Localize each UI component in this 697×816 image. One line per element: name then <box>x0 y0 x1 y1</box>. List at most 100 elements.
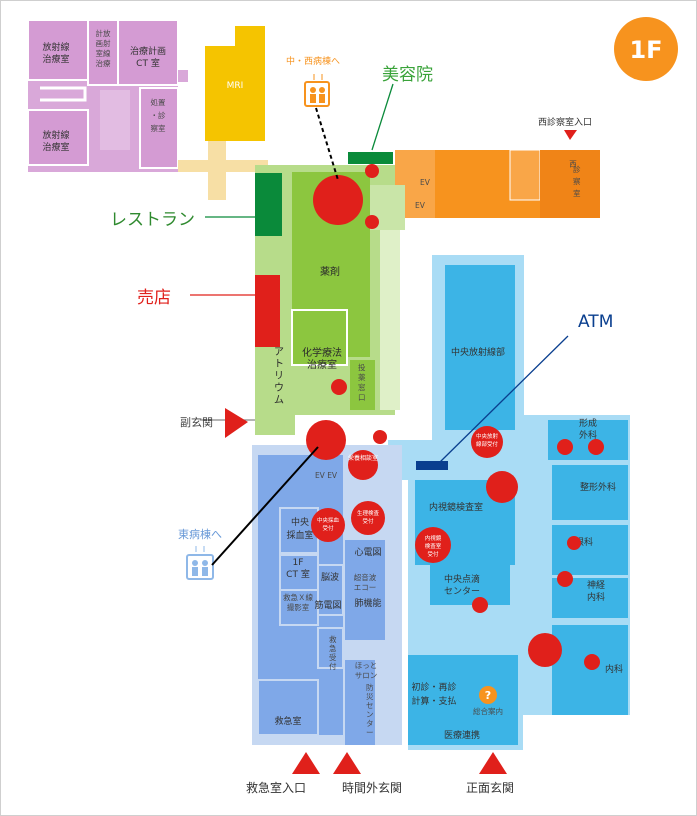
room-chuo-tenteki: 中央点滴 <box>444 573 480 585</box>
kyukyu-entrance-marker <box>292 752 320 774</box>
svg-text:画射: 画射 <box>96 38 111 48</box>
svg-text:内科: 内科 <box>587 591 605 603</box>
svg-text:CT 室: CT 室 <box>136 57 160 69</box>
room-kyukyu-xsen: 救急Ｘ線 <box>283 592 313 602</box>
svg-text:サロン: サロン <box>355 671 378 680</box>
blue-zone <box>252 445 402 745</box>
label-kyukyu-entrance: 救急室入口 <box>246 781 307 795</box>
baiten-block <box>255 275 280 347</box>
room-choonpa: 超音波 <box>354 572 377 582</box>
jikangai-entrance-marker <box>333 752 361 774</box>
label-nishi-shinsatsu-iriguchi: 西診察室入口 <box>538 118 593 128</box>
svg-text:線部受付: 線部受付 <box>476 440 499 448</box>
label-jikangai-entrance: 時間外玄関 <box>342 781 403 795</box>
room-keikaku: 計放 <box>96 28 111 38</box>
svg-text:センター: センター <box>444 586 480 597</box>
label-baiten: 売店 <box>137 288 171 308</box>
room-nishi-shinsatsu: 西 <box>568 160 577 169</box>
svg-text:タ: タ <box>366 719 374 728</box>
room-hoshasen-2: 放射線 <box>42 129 69 141</box>
label-biyouin: 美容院 <box>382 65 433 85</box>
svg-text:口: 口 <box>358 393 366 402</box>
shomen-entrance-marker <box>479 752 507 774</box>
svg-text:ン: ン <box>366 710 374 719</box>
room-atrium: ア <box>274 347 284 358</box>
svg-text:治療室: 治療室 <box>42 53 69 65</box>
room-shindenzu: 心電図 <box>354 547 381 558</box>
room-yakuzai: 薬剤 <box>320 265 340 278</box>
svg-text:急: 急 <box>329 643 337 653</box>
badge-chuo-hoshasen: 中央放射 <box>476 432 499 440</box>
svg-text:外科: 外科 <box>579 429 597 441</box>
svg-text:受付: 受付 <box>322 524 334 532</box>
room-naishikyo: 内視鏡検査室 <box>429 501 483 513</box>
label-chu-nishi-byoto: 中・西病棟へ <box>286 57 341 67</box>
svg-text:EV: EV <box>420 178 431 187</box>
svg-text:ト: ト <box>274 359 284 370</box>
room-kyukyushitsu: 救急室 <box>274 715 301 727</box>
svg-text:察: 察 <box>573 176 581 186</box>
room-ct1f: 1F <box>293 558 304 568</box>
label-sogo-annai: 総合案内 <box>473 706 503 716</box>
svg-text:セ: セ <box>366 701 374 710</box>
elevator-icon-top <box>304 74 330 107</box>
info-icon <box>479 686 497 704</box>
svg-text:室: 室 <box>573 188 581 198</box>
badge-seiri-kensa: 生理検査 <box>357 509 380 517</box>
svg-text:?: ? <box>485 689 491 702</box>
svg-text:リ: リ <box>274 371 284 382</box>
svg-text:撮影室: 撮影室 <box>287 602 310 612</box>
label-shomen-entrance: 正面玄関 <box>466 781 515 795</box>
svg-text:計算・支払: 計算・支払 <box>411 695 456 707</box>
svg-text:EV EV: EV EV <box>315 471 338 480</box>
elevator-icon-left <box>186 546 214 580</box>
svg-text:付: 付 <box>329 661 337 671</box>
label-fukugenkan: 副玄関 <box>180 416 213 429</box>
room-kagaku: 化学療法 <box>302 346 342 359</box>
atm-block <box>416 461 448 470</box>
room-nouha: 脳波 <box>321 571 339 583</box>
svg-text:CT 室: CT 室 <box>286 568 310 580</box>
floor-badge <box>614 17 678 81</box>
room-shochi: 処置 <box>151 97 166 107</box>
room-keisei: 形成 <box>579 417 597 429</box>
svg-text:・診: ・診 <box>151 110 166 120</box>
svg-text:ム: ム <box>274 394 284 406</box>
svg-text:窓: 窓 <box>358 382 366 392</box>
room-chuo-hoshasen: 中央放射線部 <box>451 346 505 358</box>
label-atm: ATM <box>578 312 614 332</box>
room-haikino: 肺機能 <box>354 597 381 609</box>
svg-text:室線: 室線 <box>96 48 111 58</box>
room-seikei: 整形外科 <box>580 481 616 493</box>
svg-text:採血室: 採血室 <box>286 529 313 541</box>
room-shinkei: 神経 <box>587 579 605 591</box>
svg-text:ー: ー <box>366 728 374 737</box>
svg-text:受: 受 <box>329 652 337 662</box>
room-bousai: 防 <box>366 682 374 692</box>
badge-chuo-saiketsu: 中央採血 <box>317 516 340 524</box>
nishi-entrance-marker <box>564 130 577 140</box>
badge-naishikyo: 内視鏡 <box>425 534 442 542</box>
room-kyukyu-uketsuke: 救 <box>329 634 337 644</box>
svg-text:治療: 治療 <box>96 58 111 68</box>
reception-markers <box>306 164 604 670</box>
room-chuo-saiketsu: 中央 <box>291 516 309 528</box>
label-restaurant: レストラン <box>110 210 195 230</box>
room-naika: 内科 <box>605 663 623 675</box>
room-shoshin: 初診・再診 <box>411 681 456 693</box>
svg-text:診: 診 <box>573 164 581 174</box>
svg-text:ウ: ウ <box>274 382 284 394</box>
svg-text:災: 災 <box>366 692 374 701</box>
svg-text:治療室: 治療室 <box>42 141 69 153</box>
svg-text:受付: 受付 <box>362 517 374 525</box>
room-iryo-renkei: 医療連携 <box>444 729 480 741</box>
lightblue-zone <box>388 255 630 750</box>
svg-text:EV: EV <box>415 201 426 210</box>
svg-text:受付: 受付 <box>427 550 439 558</box>
room-kindenzu: 筋電図 <box>314 599 341 611</box>
svg-text:察室: 察室 <box>151 123 166 133</box>
svg-text:薬: 薬 <box>358 372 366 382</box>
room-hoshasen-1: 放射線 <box>42 41 69 53</box>
room-keikaku-ct: 治療計画 <box>130 45 166 57</box>
fukugenkan-marker <box>225 408 248 438</box>
